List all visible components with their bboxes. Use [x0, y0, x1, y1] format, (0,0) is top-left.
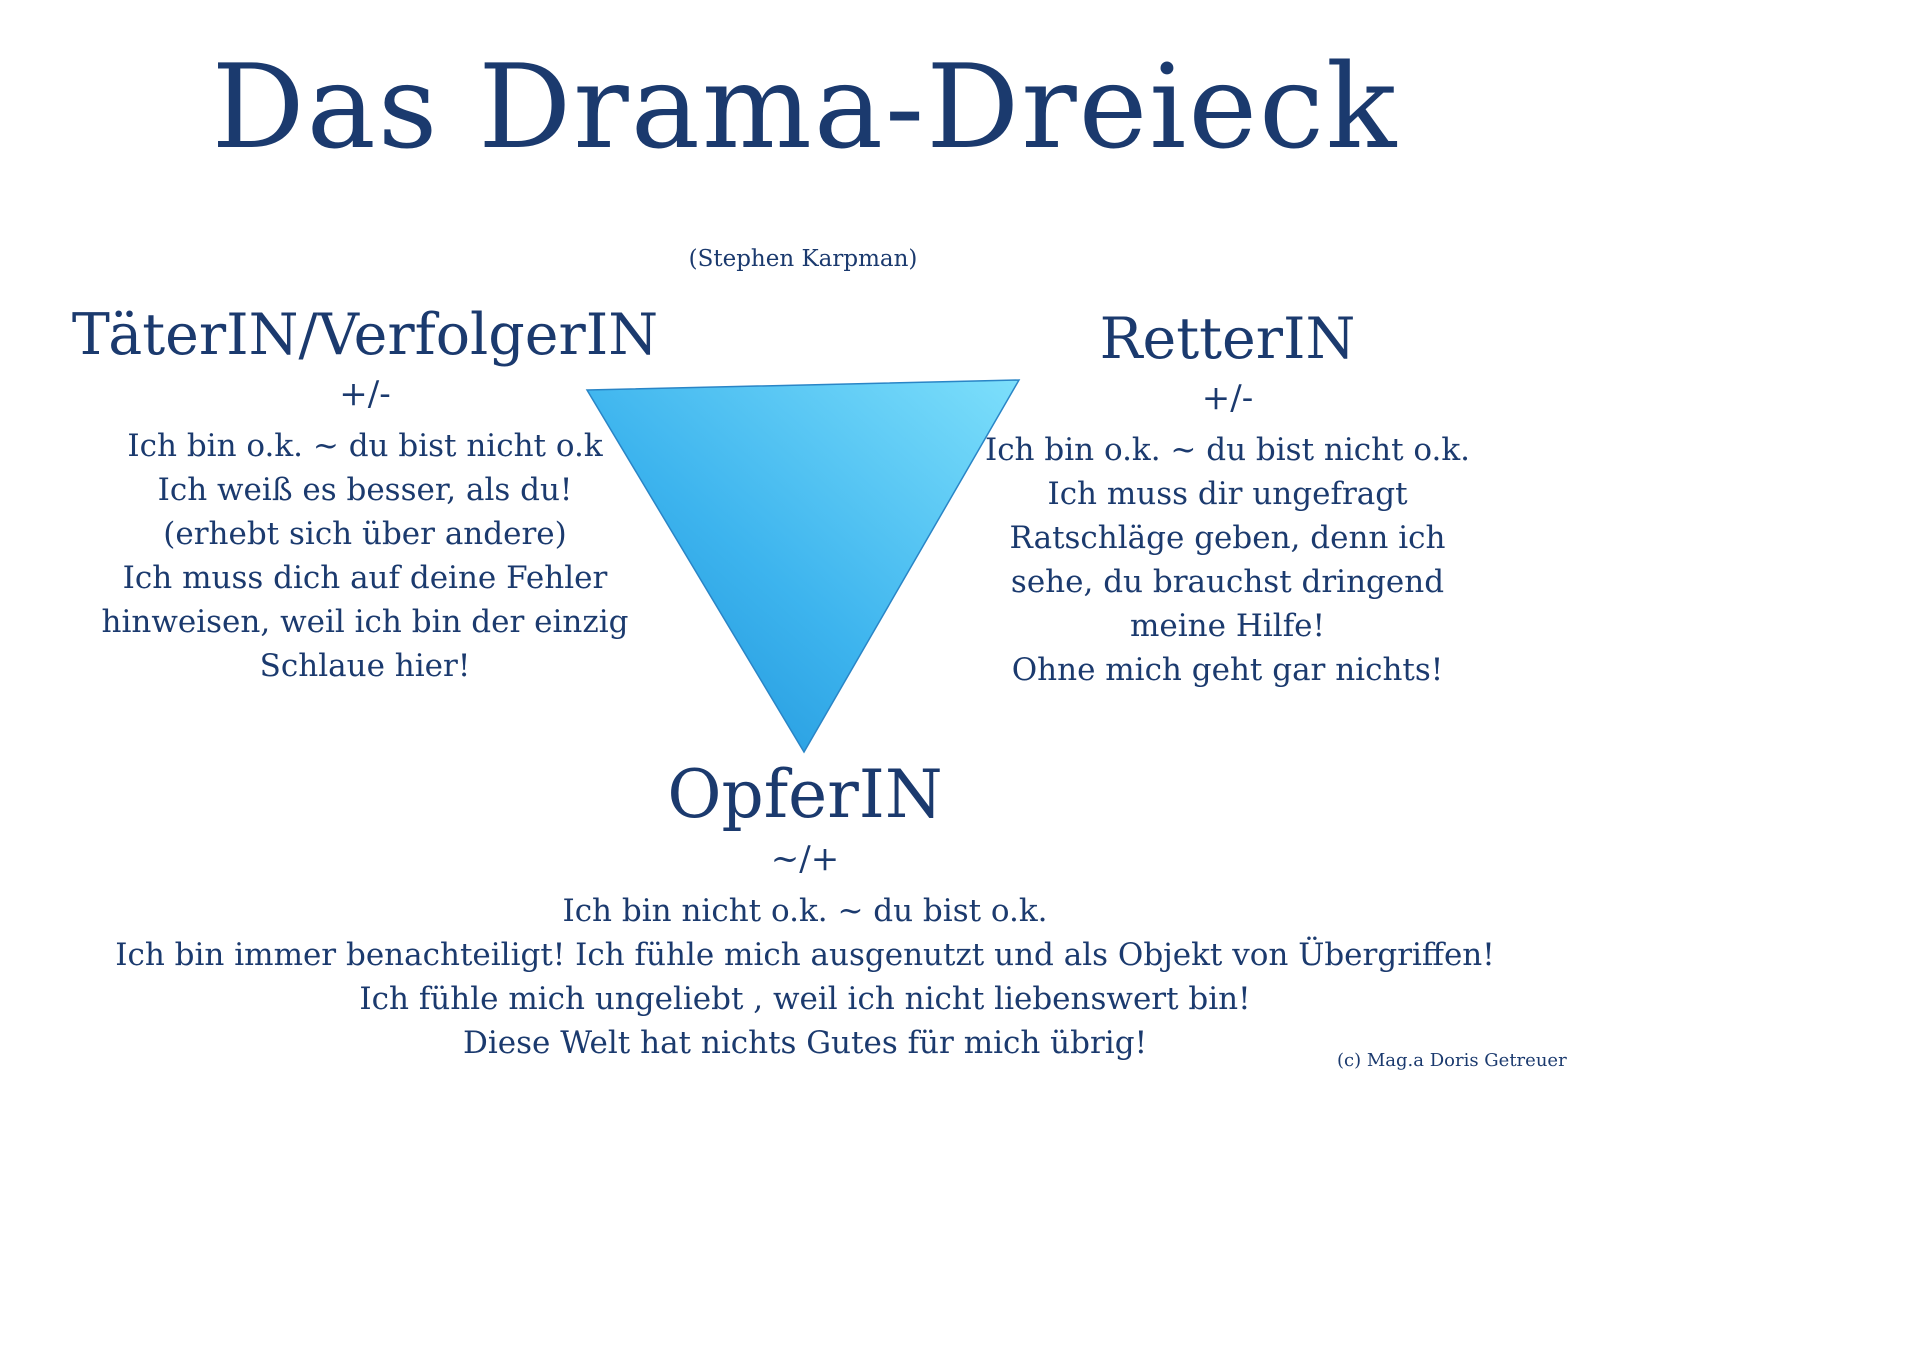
persecutor-line: Ich bin o.k. ~ du bist nicht o.k [127, 428, 603, 464]
victim-sign: ~/+ [770, 839, 840, 879]
victim-line: Ich bin immer benachteiligt! Ich fühle m… [115, 937, 1495, 973]
rescuer-line: sehe, du brauchst dringend [1010, 564, 1445, 600]
persecutor-section: TäterIN/VerfolgerIN +/- Ich bin o.k. ~ d… [50, 302, 680, 688]
page-title: Das Drama-Dreieck [211, 40, 1399, 175]
persecutor-line: Ich muss dich auf deine Fehler [122, 560, 608, 596]
persecutor-sign: +/- [339, 374, 391, 414]
rescuer-line: Ohne mich geht gar nichts! [1011, 652, 1444, 688]
rescuer-sign: +/- [1201, 378, 1254, 418]
persecutor-line: Ich weiß es besser, als du! [157, 472, 573, 508]
drama-triangle-shape [585, 378, 1021, 756]
copyright-credit: (c) Mag.a Doris Getreuer [1337, 1050, 1567, 1071]
rescuer-line: Ich bin o.k. ~ du bist nicht o.k. [984, 432, 1471, 468]
persecutor-line: (erhebt sich über andere) [163, 516, 567, 552]
rescuer-line: Ich muss dir ungefragt [1047, 476, 1408, 512]
rescuer-section: RetterIN +/- Ich bin o.k. ~ du bist nich… [975, 306, 1480, 692]
victim-line: Diese Welt hat nichts Gutes für mich übr… [462, 1025, 1148, 1061]
inverted-triangle-icon [585, 379, 1021, 754]
persecutor-heading: TäterIN/VerfolgerIN [71, 302, 659, 368]
page-subtitle: (Stephen Karpman) [688, 246, 918, 272]
victim-heading: OpferIN [667, 756, 943, 833]
victim-line: Ich bin nicht o.k. ~ du bist o.k. [562, 893, 1048, 929]
persecutor-line: hinweisen, weil ich bin der einzig [101, 604, 629, 640]
rescuer-line: Ratschläge geben, denn ich [1009, 520, 1446, 556]
rescuer-heading: RetterIN [1099, 306, 1356, 372]
victim-line: Ich fühle mich ungeliebt , weil ich nich… [359, 981, 1251, 1017]
rescuer-line: meine Hilfe! [1130, 608, 1325, 644]
victim-section: OpferIN ~/+ Ich bin nicht o.k. ~ du bist… [55, 756, 1555, 1065]
persecutor-line: Schlaue hier! [259, 648, 471, 684]
